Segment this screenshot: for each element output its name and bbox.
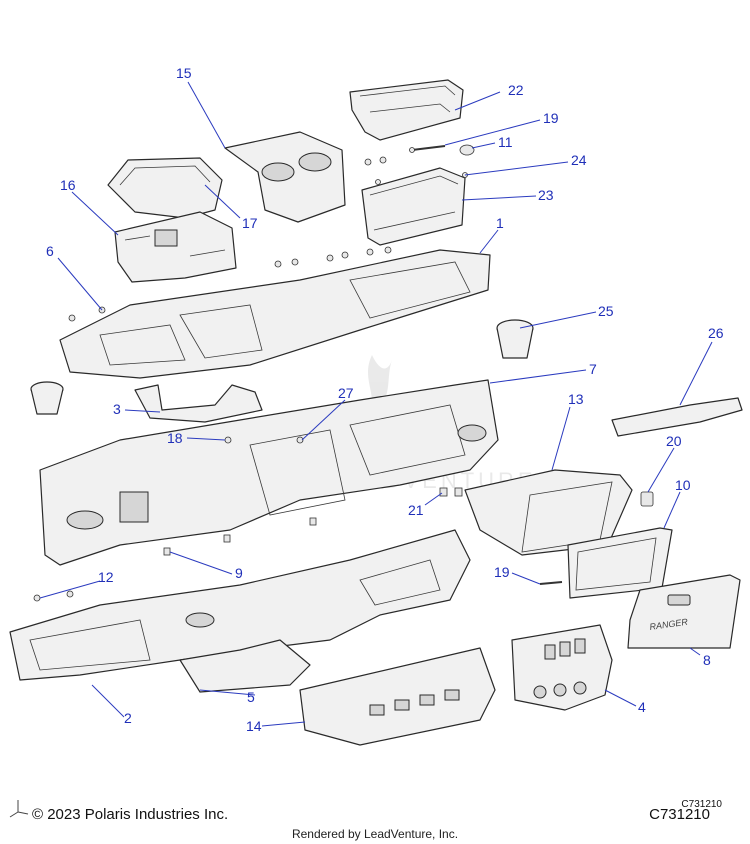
callout-6: 6 (46, 243, 54, 259)
part-8-glovebox-door: RANGER (627, 574, 741, 649)
part-7-dash-frame (39, 379, 499, 566)
part-21-clips (439, 487, 463, 497)
copyright-notice: © 2023 Polaris Industries Inc. (32, 806, 229, 823)
part-cup-insert-left (30, 381, 64, 415)
callout-24: 24 (571, 152, 587, 168)
callout-3: 3 (113, 401, 121, 417)
callout-labels: 15 22 19 11 24 23 16 17 1 6 25 26 7 3 27… (46, 65, 724, 734)
part-20-latch (640, 491, 654, 507)
part-3-bracket (134, 384, 263, 423)
part-10-door-frame (567, 527, 673, 599)
parts-diagram: LEADVENTURE (9, 65, 743, 746)
figure-code: C731210 (649, 806, 710, 823)
part-22-trim-bezel (349, 79, 464, 141)
callout-12: 12 (98, 569, 114, 585)
part-4-switch-panel (511, 624, 613, 711)
callout-13: 13 (568, 391, 584, 407)
part-19-bolt-upper (409, 145, 446, 153)
part-19-bolt-lower (539, 581, 563, 585)
callout-17: 17 (242, 215, 258, 231)
part-25-cup-insert (496, 319, 534, 359)
callout-2: 2 (124, 710, 132, 726)
part-27-screw (296, 436, 304, 444)
callout-1: 1 (496, 215, 504, 231)
callout-21: 21 (408, 502, 424, 518)
callout-16: 16 (60, 177, 76, 193)
part-16-instrument-bezel (114, 211, 237, 283)
callout-10: 10 (675, 477, 691, 493)
callout-20: 20 (666, 433, 682, 449)
callout-19-upper: 19 (543, 110, 559, 126)
figure-code-small: C731210 (681, 799, 722, 810)
callout-9: 9 (235, 565, 243, 581)
part-1-upper-dash (59, 249, 491, 379)
part-23-storage-bin (361, 167, 466, 246)
part-14-lower-tray (299, 647, 496, 746)
callout-18: 18 (167, 430, 183, 446)
callout-11: 11 (498, 134, 513, 150)
callout-22: 22 (508, 82, 524, 98)
part-17-gauge-hood (107, 157, 223, 219)
leader-lines (39, 81, 713, 727)
part-26-trim-strip (611, 397, 743, 437)
part-12-screws (33, 590, 74, 602)
render-credit: Rendered by LeadVenture, Inc. (291, 827, 459, 841)
callout-5: 5 (247, 689, 255, 705)
axis-orientation-icon (9, 800, 29, 818)
callout-4: 4 (638, 699, 646, 715)
part-2-lower-dash (9, 529, 471, 681)
callout-27: 27 (338, 385, 354, 401)
callout-7: 7 (589, 361, 597, 377)
callout-14: 14 (246, 718, 262, 734)
callout-26: 26 (708, 325, 724, 341)
callout-23: 23 (538, 187, 554, 203)
callout-8: 8 (703, 652, 711, 668)
part-18-clip (224, 436, 232, 444)
callout-19-lower: 19 (494, 564, 510, 580)
callout-25: 25 (598, 303, 614, 319)
fasteners-group-dash (68, 246, 392, 322)
part-15-cupholder-tray (224, 131, 346, 223)
callout-15: 15 (176, 65, 192, 81)
part-5-lower-panel (179, 639, 311, 693)
part-9-clip-nuts (163, 517, 317, 556)
part-11-grommet (459, 144, 475, 156)
